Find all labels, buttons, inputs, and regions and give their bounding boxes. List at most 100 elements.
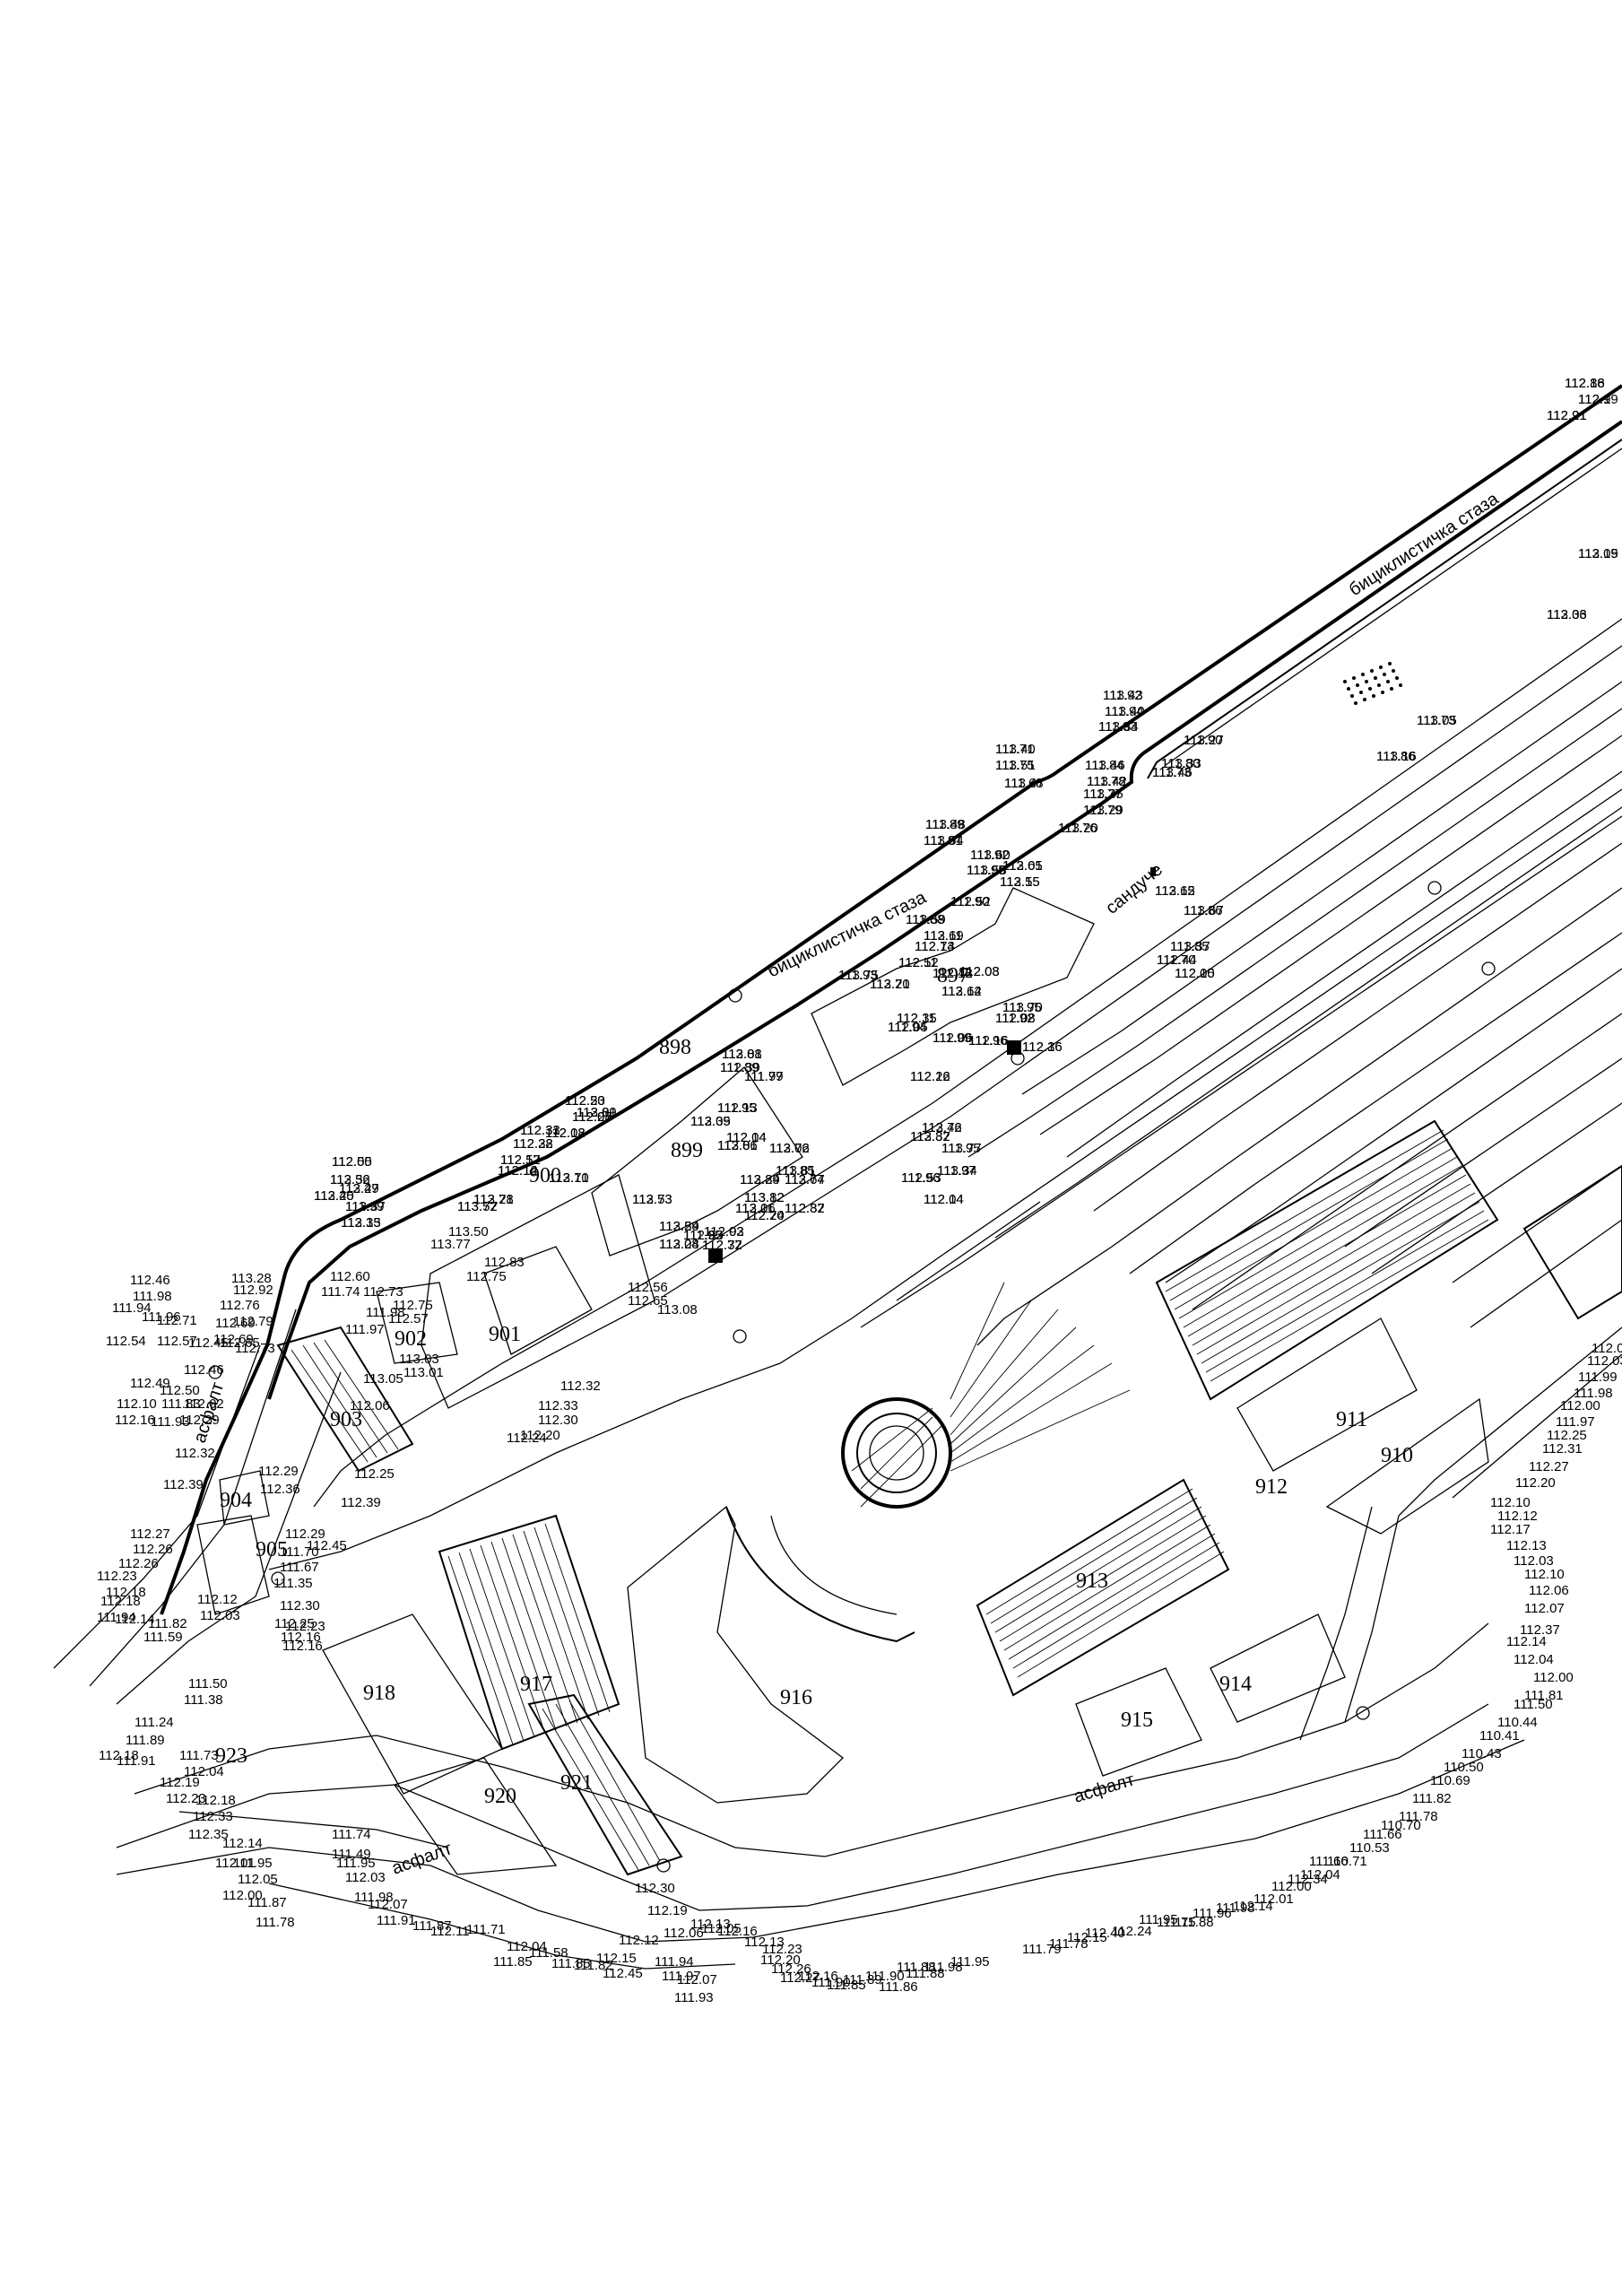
parcel-label: 899: [671, 1139, 703, 1162]
elevation-label: 111.95: [717, 1100, 757, 1116]
elevation-label: 111.78: [1087, 774, 1126, 789]
elevation-label: 113.34: [1098, 719, 1139, 735]
building-918: [322, 1613, 503, 1795]
street-line-d: [967, 708, 1622, 1158]
elevation-label: 112.28: [572, 1109, 612, 1125]
elevation-label: 112.15: [1175, 966, 1215, 981]
street-line-g: [994, 806, 1622, 1239]
elevation-label: 111.95: [967, 863, 1006, 878]
elevation-label: 111.95: [1002, 1000, 1042, 1015]
building-917: [438, 1514, 620, 1751]
elevation-label: 113.72: [457, 1199, 498, 1214]
elevation-label: 113.64: [941, 984, 982, 999]
building-899: [591, 1066, 803, 1257]
elevation-label: 112.65: [220, 1335, 260, 1351]
parcel-label: 915: [1121, 1709, 1153, 1732]
elevation-label: 111.24: [134, 1715, 174, 1730]
elevation-label: 111.88: [906, 912, 945, 927]
manhole-icon: [728, 988, 742, 1003]
elevation-label: 111.85: [493, 1954, 533, 1970]
elevation-label: 113.36: [1547, 607, 1587, 622]
station-icon: [1150, 867, 1156, 876]
elevation-label: 112.00: [332, 1154, 372, 1170]
elevation-label: 112.11: [924, 928, 963, 944]
elevation-label: 113.29: [1083, 803, 1123, 818]
elevation-label: 112.17: [500, 1152, 541, 1168]
elevation-label: 111.75: [995, 758, 1035, 773]
elevation-label: 113.69: [924, 928, 964, 944]
elevation-label: 112.83: [683, 1228, 724, 1243]
elevation-label: 111.97: [345, 1322, 385, 1337]
building-905: [196, 1515, 270, 1615]
bike-path-strip-2: [1165, 448, 1622, 766]
building-917-hatch: [447, 1523, 611, 1745]
roundabout-spoke-1: [851, 1407, 942, 1508]
elevation-label: 112.29: [258, 1464, 299, 1479]
elevation-label: 111.79: [1083, 803, 1123, 818]
elevation-label: 112.03: [959, 964, 1000, 979]
elevation-label: 112.26: [771, 1961, 811, 1977]
elevation-label: 111.98: [924, 1960, 963, 1975]
elevation-labels: 112.86112.9112.91113.19113.36113.43113.4…: [97, 376, 1622, 2005]
elevation-label: 112.21: [870, 977, 910, 992]
elevation-label: 112.55: [332, 1154, 372, 1170]
elevation-label: 111.90: [950, 894, 990, 909]
elevation-label: 112.37: [1520, 1622, 1560, 1638]
elevation-label: 113.81: [776, 1163, 816, 1178]
elevation-label: 111.95: [336, 1856, 376, 1871]
elevation-label: 112.46: [130, 1273, 170, 1288]
elevation-label: 112.40: [1085, 1926, 1125, 1941]
right-road-4: [1452, 1353, 1622, 1499]
street-line-o: [1452, 1165, 1622, 1283]
elevation-label: 112.45: [603, 1966, 643, 1981]
elevation-label: 112.04: [184, 1764, 224, 1779]
elevation-label: 112.52: [500, 1152, 541, 1168]
elevation-label: 111.67: [280, 1560, 319, 1575]
elevation-label: 112.79: [233, 1314, 273, 1329]
elevation-label: 113.58: [967, 863, 1007, 878]
elevation-label: 112.76: [220, 1298, 260, 1313]
elevation-label: 112.20: [760, 1952, 801, 1968]
elevation-label: 111.86: [879, 1979, 918, 1995]
street-line-i: [976, 887, 1622, 1346]
elevation-label: 111.79: [1022, 1942, 1062, 1957]
parcel-label: 898: [659, 1036, 691, 1059]
manhole-icon: [733, 1329, 747, 1344]
elevation-label: 112.03: [345, 1870, 386, 1885]
elevation-label: 113.51: [995, 758, 1036, 773]
elevation-label: 112.02: [769, 1141, 810, 1156]
elevation-label: 111.82: [1412, 1791, 1452, 1806]
elevation-label: 112.12: [197, 1592, 238, 1607]
elevation-label: 113.43: [1103, 688, 1143, 703]
elevation-label: 112.02: [184, 1396, 224, 1412]
elevation-label: 111.71: [995, 742, 1035, 757]
elevation-label: 111.89: [925, 817, 965, 832]
elevation-label: 113.70: [870, 977, 910, 992]
elevation-label: 112.73: [235, 1341, 275, 1356]
elevation-label: 113.75: [838, 968, 879, 983]
elevation-label: 112.36: [260, 1482, 300, 1497]
elevation-label: 112.46: [922, 1120, 962, 1135]
elevation-label: 112.18: [99, 1748, 139, 1763]
parcel-label: 911: [1336, 1408, 1367, 1431]
elevation-label: 110.44: [1497, 1715, 1538, 1730]
elevation-label: 112.00: [1271, 1879, 1312, 1894]
elevation-label: 111.98: [354, 1890, 394, 1905]
elevation-label: 112.25: [1547, 1428, 1587, 1443]
elevation-label: 112.15: [1000, 874, 1040, 890]
elevation-label: 113.42: [1087, 774, 1127, 789]
elevation-label: 113.70: [1002, 1000, 1043, 1015]
elevation-label: 112.16: [115, 1413, 155, 1428]
elevation-label: 112.12: [1497, 1509, 1538, 1524]
elevation-label: 111.95: [683, 1228, 723, 1243]
elevation-label: 112.30: [635, 1881, 675, 1896]
elevation-label: 111.76: [1058, 821, 1097, 836]
elevation-label: 113.03: [399, 1352, 439, 1367]
elevation-label: 113.82: [910, 1129, 950, 1144]
elevation-label: 113.77: [785, 1172, 825, 1187]
building-904: [219, 1470, 270, 1526]
elevation-label: 112.53: [901, 1170, 941, 1186]
parcel-label: 917: [520, 1673, 552, 1696]
elevation-label: 111.97: [1556, 1414, 1595, 1430]
